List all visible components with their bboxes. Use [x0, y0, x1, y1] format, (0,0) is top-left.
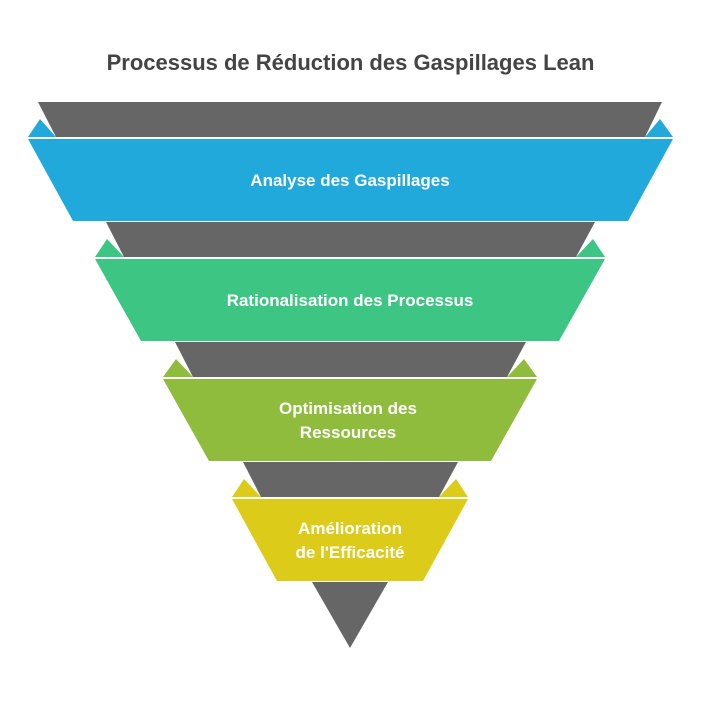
stage-2-label: Rationalisation des Processus: [227, 291, 474, 310]
funnel-tip: [312, 582, 388, 648]
diagram-title: Processus de Réduction des Gaspillages L…: [106, 50, 595, 75]
stage-1-label: Analyse des Gaspillages: [250, 171, 449, 190]
stage-4-connector: [243, 462, 458, 497]
stage-4-right-flap: [439, 479, 468, 497]
stage-1-band: [28, 139, 673, 221]
stage-3-left-flap: [163, 359, 193, 377]
stage-3-band: [163, 379, 537, 461]
stage-2-connector: [106, 222, 595, 257]
stage-2-left-flap: [95, 239, 124, 257]
stage-2-right-flap: [576, 239, 605, 257]
stage-1-right-flap: [645, 119, 673, 137]
stage-4-label-line-2: de l'Efficacité: [296, 543, 405, 562]
stage-4-label-line-1: Amélioration: [298, 519, 402, 538]
stage-3-connector: [175, 342, 526, 377]
stage-3-right-flap: [507, 359, 537, 377]
stage-4-band: [232, 499, 468, 581]
stage-3-label-line-1: Optimisation des: [279, 399, 417, 418]
stage-4-left-flap: [232, 479, 261, 497]
stage-1-left-flap: [28, 119, 56, 137]
stage-2-band: [95, 259, 605, 341]
stage-3-label-line-2: Ressources: [300, 423, 396, 442]
stage-1-connector: [38, 102, 662, 137]
